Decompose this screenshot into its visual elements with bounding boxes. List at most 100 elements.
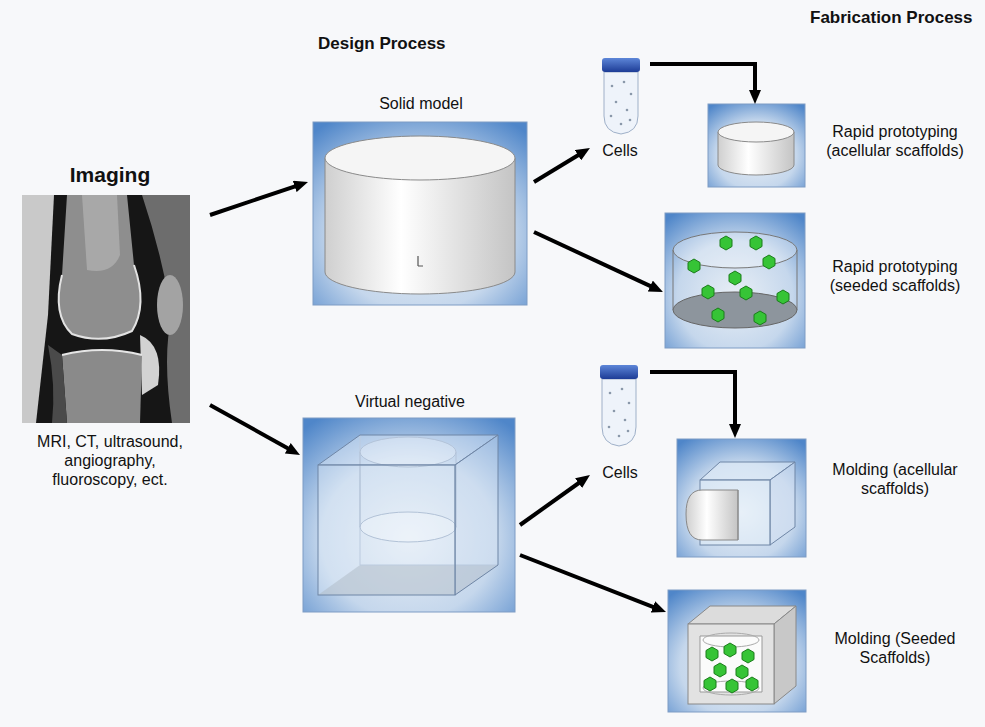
cell-tube <box>618 435 621 438</box>
molding-seeded-panel <box>726 679 738 693</box>
flow-arrow <box>210 186 297 215</box>
molding-acellular-panel <box>770 462 795 545</box>
imaging-panel: ImagingMRI, CT, ultrasound, angiography,… <box>10 162 210 497</box>
node-text: Solid model <box>308 94 534 113</box>
rp-seeded-panel <box>754 311 766 325</box>
cell-tube-label: Cells <box>590 362 650 487</box>
node-text: Virtual negative <box>300 392 520 411</box>
section-heading: Design Process <box>318 34 446 54</box>
rp-seeded-panel <box>750 236 762 250</box>
node-text: Rapid prototyping (seeded scaffolds) <box>810 257 980 295</box>
cell-tube <box>623 81 626 84</box>
rp-seeded-panel <box>702 285 714 299</box>
solid-model-panel <box>325 136 515 180</box>
flow-arrow <box>650 372 735 426</box>
node-text: Cells <box>590 141 650 160</box>
cell-tube <box>611 85 614 88</box>
rp-seeded-panel <box>729 271 741 285</box>
design-model: Virtual negative <box>300 388 520 614</box>
design-model: Solid model <box>308 90 534 308</box>
molding-seeded-panel <box>688 624 774 704</box>
cell-tube <box>621 388 624 391</box>
mri-image <box>140 335 159 395</box>
mri-image <box>22 195 190 423</box>
flow-arrow <box>534 154 580 182</box>
cell-tube <box>626 109 629 112</box>
molding-acellular-panel <box>738 490 739 540</box>
rp-seeded-panel <box>665 213 805 348</box>
rp-seeded-panel <box>720 236 732 250</box>
molding-seeded-panel <box>746 677 758 691</box>
mri-image <box>59 195 141 339</box>
molding-seeded-panel <box>668 590 806 712</box>
mri-image <box>82 195 120 271</box>
cell-tube <box>624 419 627 422</box>
scaffold-panel: Rapid prototyping (acellular scaffolds) <box>706 104 980 188</box>
cell-tube <box>620 123 623 126</box>
mri-image <box>157 275 183 335</box>
node-text: Cells <box>590 463 650 482</box>
solid-model-panel <box>418 256 423 266</box>
molding-acellular-panel <box>677 439 806 557</box>
molding-seeded-panel <box>704 677 716 691</box>
solid-model-panel <box>313 122 527 305</box>
rp-acellular-panel <box>708 104 805 187</box>
mri-image <box>22 195 54 423</box>
cell-tube <box>602 379 636 446</box>
molding-seeded-panel <box>742 649 754 663</box>
flow-arrow <box>650 64 755 92</box>
node-text: Rapid prototyping (acellular scaffolds) <box>810 122 980 160</box>
cell-tube <box>615 101 618 104</box>
rp-seeded-panel <box>763 255 775 269</box>
section-heading: Fabrication Process <box>810 8 973 28</box>
flow-arrow <box>210 405 290 449</box>
molding-seeded-panel <box>706 647 718 661</box>
cell-tube <box>602 58 640 134</box>
rp-acellular-panel <box>718 122 794 142</box>
molding-seeded-panel <box>774 606 796 704</box>
mri-image <box>62 350 142 423</box>
molding-seeded-panel <box>668 590 806 712</box>
cell-tube <box>629 119 632 122</box>
scaffold-panel: Molding (acellular scaffolds) <box>675 438 980 558</box>
flow-arrow <box>520 482 580 525</box>
cell-tube <box>630 93 633 96</box>
scaffold-panel: Rapid prototyping (seeded scaffolds) <box>663 212 980 349</box>
node-heading: Imaging <box>10 162 210 187</box>
cell-tube <box>613 410 616 413</box>
cell-tube <box>600 365 638 379</box>
virtual-negative-panel <box>303 418 515 612</box>
cell-tube <box>628 402 631 405</box>
virtual-negative-panel <box>455 435 498 595</box>
cell-tube <box>627 430 630 433</box>
rp-seeded-panel <box>688 259 700 273</box>
molding-seeded-panel <box>714 663 726 677</box>
rp-seeded-panel <box>665 213 805 348</box>
rp-acellular-panel <box>708 104 805 187</box>
rp-seeded-panel <box>712 308 724 322</box>
rp-seeded-panel <box>777 290 789 304</box>
scaffold-panel: Molding (Seeded Scaffolds) <box>666 589 980 713</box>
mri-image <box>59 265 141 339</box>
mri-image <box>22 195 190 423</box>
mri-image <box>48 345 67 423</box>
mri-image <box>62 350 142 355</box>
molding-acellular-panel <box>677 439 806 557</box>
molding-seeded-panel <box>736 665 748 679</box>
molding-acellular-panel <box>686 490 738 540</box>
flow-arrow <box>520 555 655 608</box>
cell-tube <box>609 392 612 395</box>
cell-tube <box>610 115 613 118</box>
cell-tube <box>608 426 611 429</box>
solid-model-panel <box>313 122 527 305</box>
node-text: Molding (acellular scaffolds) <box>810 460 980 498</box>
flow-arrow <box>534 232 652 287</box>
cell-tube-label: Cells <box>590 55 650 163</box>
cell-tube <box>602 58 640 72</box>
virtual-negative-panel <box>318 465 455 595</box>
rp-seeded-panel <box>740 286 752 300</box>
node-text: Molding (Seeded Scaffolds) <box>810 629 980 667</box>
